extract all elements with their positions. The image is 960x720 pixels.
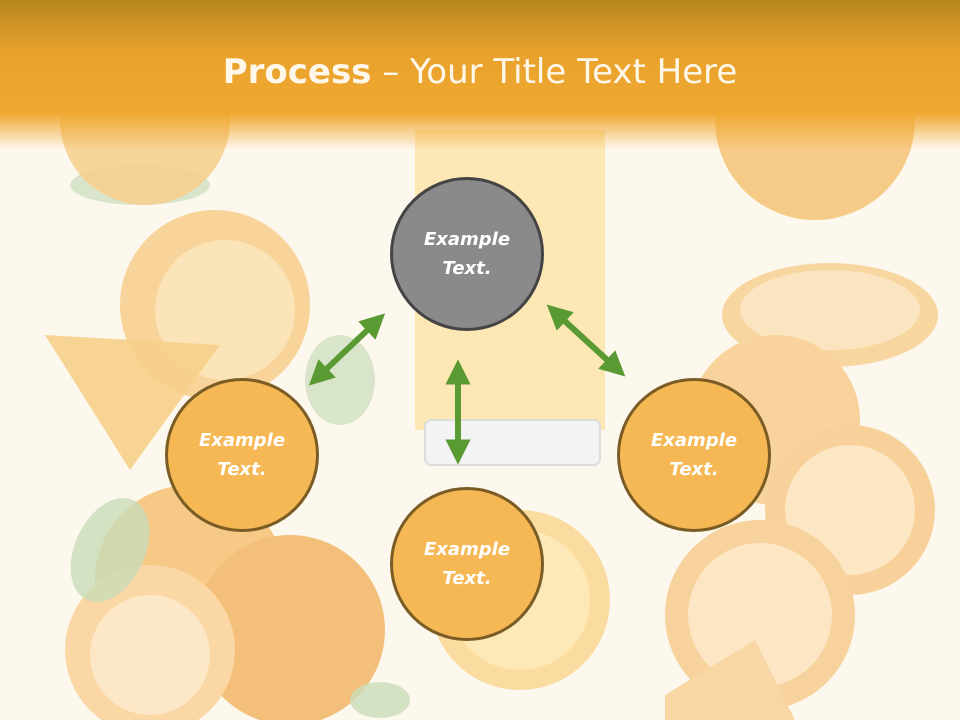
- title-rest: – Your Title Text Here: [371, 52, 738, 92]
- process-node-left[interactable]: Example Text.: [165, 378, 319, 532]
- process-node-label: Example Text.: [650, 430, 738, 480]
- title-bar: [0, 0, 960, 150]
- process-node-label: Example Text.: [423, 539, 511, 589]
- process-node-bottom[interactable]: Example Text.: [390, 487, 544, 641]
- process-node-top[interactable]: Example Text.: [390, 177, 544, 331]
- slide-title: Process – Your Title Text Here: [0, 52, 960, 92]
- process-node-label: Example Text.: [198, 430, 286, 480]
- double-arrow-icon: [308, 313, 386, 386]
- title-bold: Process: [222, 52, 372, 92]
- process-node-label: Example Text.: [423, 229, 511, 279]
- double-arrow-icon: [546, 304, 626, 377]
- process-node-right[interactable]: Example Text.: [617, 378, 771, 532]
